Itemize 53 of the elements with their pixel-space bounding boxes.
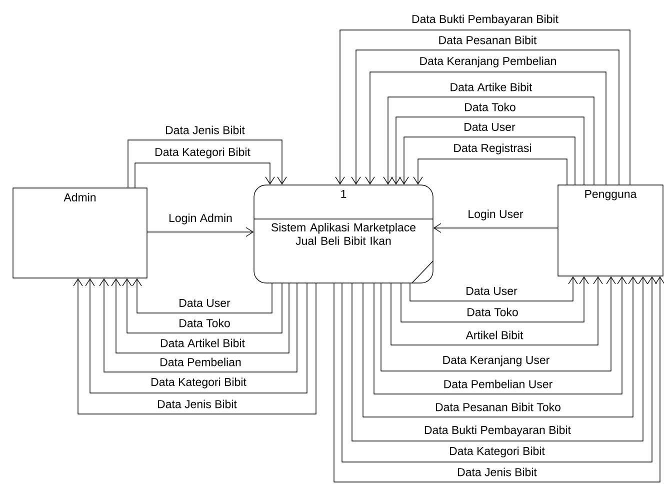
data-flow-arrow bbox=[390, 276, 603, 346]
data-flow-arrow bbox=[111, 278, 290, 354]
process-box: 1 Sistem Aplikasi Marketplace Jual Beli Bibit Ikan bbox=[254, 184, 434, 284]
data-flow-arrow bbox=[132, 278, 272, 314]
edge-label: Data Pembelian bbox=[160, 358, 241, 366]
edge-label: Data Toko bbox=[468, 308, 518, 316]
edge-label: Data Pesanan Bibit bbox=[439, 36, 537, 44]
edge-label: Data Pembelian User bbox=[444, 380, 552, 388]
edge-label: Data User bbox=[180, 299, 230, 307]
data-flow-arrow bbox=[351, 50, 620, 185]
data-flow-arrow bbox=[391, 116, 584, 185]
data-flow-arrow bbox=[383, 96, 594, 185]
edge-label: Data Artike Bibit bbox=[450, 82, 532, 92]
entity-box: Admin bbox=[12, 188, 148, 278]
edge-label: Artikel Bibit bbox=[466, 330, 524, 340]
data-flow-arrow bbox=[73, 278, 316, 414]
edge-label: Data Jenis Bibit bbox=[166, 126, 245, 134]
edge-label: Data Jenis Bibit bbox=[158, 400, 237, 408]
data-flow-arrow bbox=[374, 276, 627, 394]
data-flow-arrow bbox=[399, 136, 576, 185]
data-flow-arrow bbox=[362, 276, 638, 418]
edge-label: Data Pesanan Bibit Toko bbox=[436, 402, 560, 412]
edge-label: Data Registrasi bbox=[454, 144, 531, 154]
edge-label: Data Toko bbox=[180, 318, 230, 328]
data-flow-arrow bbox=[147, 227, 254, 237]
edge-label: Login User bbox=[468, 210, 524, 220]
edge-label: Data Keranjang Pembelian bbox=[420, 56, 556, 68]
edge-label: Data User bbox=[466, 287, 518, 295]
edge-label: Data Artikel Bibit bbox=[160, 338, 245, 348]
edge-label: Data User bbox=[464, 123, 516, 131]
data-flow-arrow bbox=[99, 278, 298, 372]
data-flow-arrow bbox=[413, 158, 568, 185]
data-flow-arrow bbox=[85, 278, 308, 394]
edge-label: Login Admin bbox=[169, 214, 232, 224]
entity-box: Pengguna bbox=[558, 184, 664, 276]
edge-label: Data Kategori Bibit bbox=[156, 148, 250, 158]
edge-label: Data Bukti Pembayaran Bibit bbox=[424, 426, 571, 436]
data-flow-arrow bbox=[365, 72, 606, 185]
edge-label: Data Kategori Bibit bbox=[450, 446, 545, 458]
edge-label: Data Jenis Bibit bbox=[458, 468, 537, 476]
data-flow-arrow bbox=[335, 30, 630, 185]
data-flow-arrow bbox=[410, 276, 578, 302]
data-flow-arrow bbox=[400, 276, 589, 322]
edge-label: Data Toko bbox=[465, 102, 516, 112]
edge-label: Data Keranjang User bbox=[443, 356, 550, 366]
data-flow-arrow bbox=[134, 162, 275, 188]
edge-label: Data Kategori Bibit bbox=[152, 378, 246, 388]
data-flow-arrow bbox=[352, 276, 648, 442]
edge-label: Data Bukti Pembayaran Bibit bbox=[412, 14, 558, 26]
data-flow-arrow bbox=[128, 140, 287, 188]
data-flow-arrow bbox=[380, 276, 616, 372]
data-flow-arrow bbox=[433, 223, 558, 233]
data-flow-arrow bbox=[122, 278, 282, 334]
